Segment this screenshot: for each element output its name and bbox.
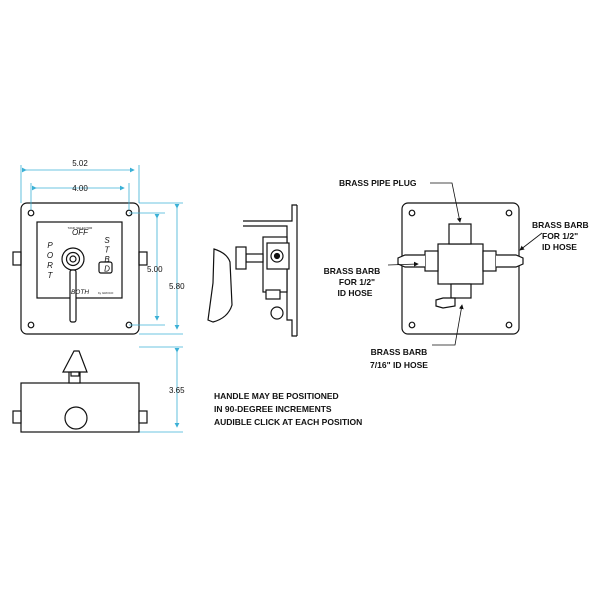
bottom-barb <box>435 297 456 309</box>
selector-handle <box>69 269 77 323</box>
bottom-barb-nut <box>450 283 472 299</box>
dim-overall-height: 5.80 <box>169 282 185 291</box>
brand-text: TANK SELECTOR <box>68 226 94 230</box>
left-barb <box>397 254 425 268</box>
svg-text:5.02: 5.02 <box>72 159 88 168</box>
dim-overall-width: 5.02 <box>72 159 88 168</box>
left-port-stub <box>12 251 22 266</box>
callout-right-2: FOR 1/2" <box>542 231 578 241</box>
dim-hole-height: 5.00 <box>147 265 163 274</box>
front-dimension-labels: 5.02 5.02 4.00 5.00 5.80 3.65 <box>70 157 185 396</box>
bottom-port <box>64 406 88 430</box>
handle-side <box>207 248 233 323</box>
callout-left-3: ID HOSE <box>338 288 373 298</box>
both-text: BOTH <box>71 289 89 296</box>
pipe-plug <box>448 223 472 245</box>
left-barb-nut <box>424 250 439 272</box>
barb-end <box>270 306 284 320</box>
off-text: OFF <box>72 228 89 237</box>
selector-bolt <box>69 255 77 263</box>
callout-right-3: ID HOSE <box>542 242 577 252</box>
top-view <box>12 350 148 433</box>
rear-hole-tr <box>505 209 513 217</box>
callout-left-1: BRASS BARB <box>324 266 381 276</box>
rear-valve-body <box>437 243 484 285</box>
dim-depth: 3.65 <box>169 386 185 395</box>
callout-right-1: BRASS BARB <box>532 220 589 230</box>
top-left-stub <box>12 410 22 424</box>
mount-hole-tl <box>27 209 35 217</box>
selector-label-plate <box>36 221 123 299</box>
callout-bottom-1: BRASS BARB <box>371 347 428 357</box>
maker-text: by GROCO <box>98 291 114 295</box>
rear-hole-br <box>505 321 513 329</box>
selector-hub <box>65 251 81 267</box>
side-view <box>207 204 298 337</box>
callout-left-2: FOR 1/2" <box>339 277 375 287</box>
bulkhead-profile <box>243 225 297 337</box>
rear-hole-bl <box>408 321 416 329</box>
note-line-3: AUDIBLE CLICK AT EACH POSITION <box>214 417 362 427</box>
callout-pipe-plug: BRASS PIPE PLUG <box>339 178 417 188</box>
front-view <box>12 202 148 335</box>
top-right-stub <box>138 410 148 424</box>
rear-view <box>397 202 524 335</box>
stem-side <box>245 253 264 263</box>
right-barb-nut <box>482 250 497 272</box>
front-dimensions <box>20 165 183 433</box>
rear-hole-tl <box>408 209 416 217</box>
indicator-fitting <box>98 261 113 274</box>
note-line-2: IN 90-DEGREE INCREMENTS <box>214 404 332 414</box>
stem-collar <box>70 371 80 377</box>
side-port-core <box>273 252 281 260</box>
right-port-stub <box>138 251 148 266</box>
dim-hole-width: 4.00 <box>72 184 88 193</box>
knob-side <box>235 246 247 270</box>
notes: HANDLE MAY BE POSITIONED IN 90-DEGREE IN… <box>214 391 362 427</box>
callout-bottom-2: 7/16" ID HOSE <box>370 360 428 370</box>
callouts: BRASS PIPE PLUG BRASS BARB FOR 1/2" ID H… <box>324 178 589 370</box>
bulkhead-top <box>243 204 297 222</box>
front-plate <box>20 202 140 335</box>
note-line-1: HANDLE MAY BE POSITIONED <box>214 391 339 401</box>
mount-hole-bl <box>27 321 35 329</box>
leader-lines <box>387 182 543 346</box>
side-port <box>270 249 284 263</box>
right-barb <box>496 254 524 268</box>
handle-top <box>62 350 88 373</box>
bottom-fitting <box>265 289 281 300</box>
